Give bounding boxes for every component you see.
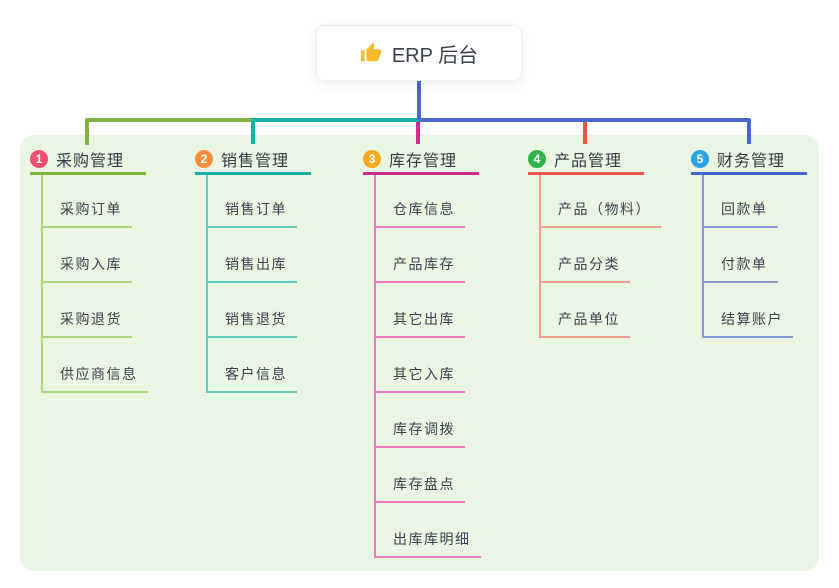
child-topic-label: 客户信息 <box>225 366 287 382</box>
child-topic-label: 库存调拨 <box>393 421 455 437</box>
thumbs-up-icon <box>360 42 381 62</box>
child-topic[interactable]: 销售出库 <box>208 228 297 283</box>
child-topic[interactable]: 出库库明细 <box>376 503 481 558</box>
branch-title: 财务管理 <box>717 153 786 170</box>
child-topic[interactable]: 其它入库 <box>376 338 465 393</box>
branch-children: 仓库信息 产品库存 其它出库 其它入库 库存调拨 库存盘点 出库库明细 <box>374 175 481 558</box>
mindmap-panel <box>20 135 819 571</box>
branch-topic-sales[interactable]: 2 销售管理 <box>195 146 311 175</box>
branch-product: 4 产品管理 产品（物料） 产品分类 产品单位 <box>528 146 661 338</box>
branch-inventory: 3 库存管理 仓库信息 产品库存 其它出库 其它入库 库存调拨 库存盘点 出库库… <box>363 146 481 558</box>
branch-sales: 2 销售管理 销售订单 销售出库 销售退货 客户信息 <box>195 146 311 393</box>
child-topic[interactable]: 其它出库 <box>376 283 465 338</box>
branch-topic-inventory[interactable]: 3 库存管理 <box>363 146 479 175</box>
branch-children: 销售订单 销售出库 销售退货 客户信息 <box>206 175 297 393</box>
child-topic-label: 仓库信息 <box>393 201 455 217</box>
child-topic[interactable]: 销售订单 <box>208 175 297 228</box>
child-topic-label: 产品分类 <box>558 256 620 272</box>
child-topic[interactable]: 付款单 <box>704 228 778 283</box>
child-topic[interactable]: 供应商信息 <box>43 338 148 393</box>
child-topic-label: 销售退货 <box>225 311 287 327</box>
branch-number-badge: 4 <box>528 150 546 168</box>
branch-finance: 5 财务管理 回款单 付款单 结算账户 <box>691 146 807 338</box>
branch-children: 回款单 付款单 结算账户 <box>702 175 793 338</box>
branch-title: 库存管理 <box>389 153 458 170</box>
child-topic[interactable]: 回款单 <box>704 175 778 228</box>
child-topic[interactable]: 仓库信息 <box>376 175 465 228</box>
branch-title: 采购管理 <box>56 153 125 170</box>
child-topic[interactable]: 库存调拨 <box>376 393 465 448</box>
child-topic[interactable]: 采购订单 <box>43 175 132 228</box>
child-topic-label: 销售出库 <box>225 256 287 272</box>
child-topic-label: 其它出库 <box>393 311 455 327</box>
branch-title: 产品管理 <box>554 153 623 170</box>
branch-title: 销售管理 <box>221 153 290 170</box>
child-topic[interactable]: 产品（物料） <box>541 175 661 228</box>
child-topic-label: 结算账户 <box>721 311 783 327</box>
child-topic[interactable]: 采购入库 <box>43 228 132 283</box>
child-topic[interactable]: 产品单位 <box>541 283 630 338</box>
root-topic-label: ERP 后台 <box>391 44 479 67</box>
child-topic-label: 回款单 <box>721 201 768 217</box>
branch-topic-purchase[interactable]: 1 采购管理 <box>30 146 146 175</box>
branch-number-badge: 5 <box>691 150 709 168</box>
child-topic[interactable]: 结算账户 <box>704 283 793 338</box>
child-topic[interactable]: 采购退货 <box>43 283 132 338</box>
child-topic-label: 库存盘点 <box>393 476 455 492</box>
child-topic[interactable]: 库存盘点 <box>376 448 465 503</box>
branch-number-badge: 1 <box>30 150 48 168</box>
child-topic[interactable]: 客户信息 <box>208 338 297 393</box>
branch-purchase: 1 采购管理 采购订单 采购入库 采购退货 供应商信息 <box>30 146 148 393</box>
branch-topic-product[interactable]: 4 产品管理 <box>528 146 644 175</box>
child-topic-label: 采购订单 <box>60 201 122 217</box>
root-topic[interactable]: ERP 后台 <box>316 25 522 81</box>
child-topic-label: 产品单位 <box>558 311 620 327</box>
child-topic-label: 付款单 <box>721 256 768 272</box>
child-topic-label: 销售订单 <box>225 201 287 217</box>
branch-topic-finance[interactable]: 5 财务管理 <box>691 146 807 175</box>
branch-number-badge: 2 <box>195 150 213 168</box>
child-topic-label: 产品（物料） <box>558 201 651 217</box>
child-topic-label: 出库库明细 <box>393 531 471 547</box>
child-topic[interactable]: 产品库存 <box>376 228 465 283</box>
child-topic-label: 供应商信息 <box>60 366 138 382</box>
branch-children: 产品（物料） 产品分类 产品单位 <box>539 175 661 338</box>
child-topic-label: 采购退货 <box>60 311 122 327</box>
child-topic-label: 其它入库 <box>393 366 455 382</box>
child-topic[interactable]: 产品分类 <box>541 228 630 283</box>
branch-children: 采购订单 采购入库 采购退货 供应商信息 <box>41 175 148 393</box>
child-topic-label: 采购入库 <box>60 256 122 272</box>
branch-number-badge: 3 <box>363 150 381 168</box>
child-topic[interactable]: 销售退货 <box>208 283 297 338</box>
child-topic-label: 产品库存 <box>393 256 455 272</box>
